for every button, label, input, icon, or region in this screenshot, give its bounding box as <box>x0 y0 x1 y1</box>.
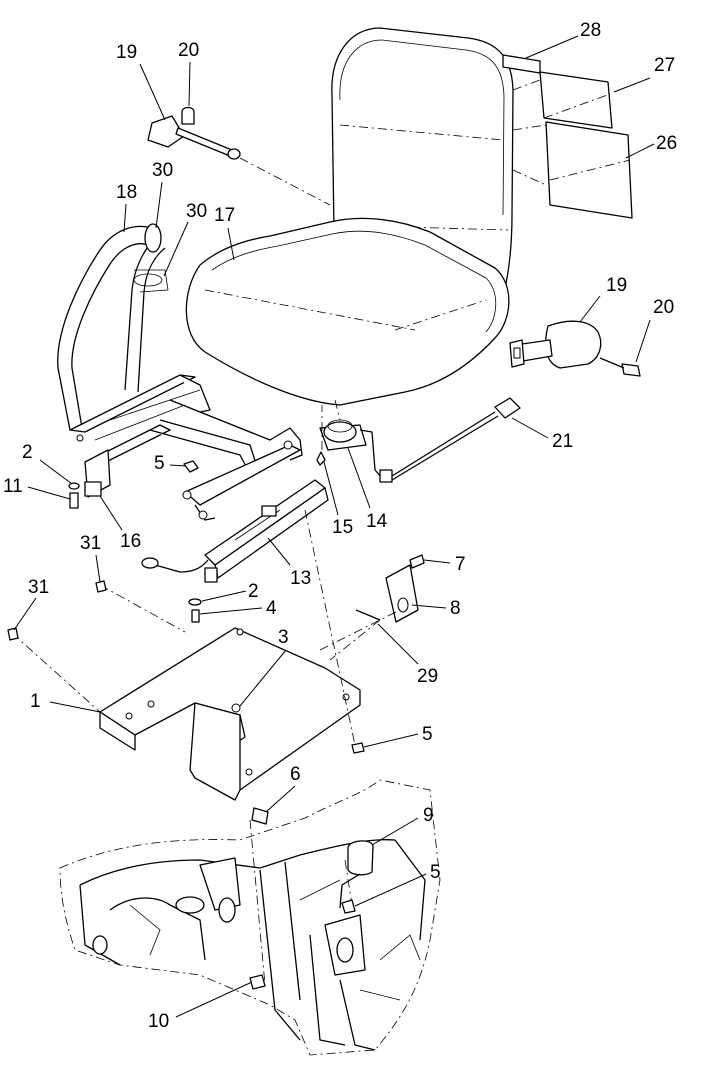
callout-label-4: 4 <box>266 598 277 619</box>
nut-5-middle <box>351 742 365 754</box>
callouts: 1 2 2 34 5 5 5 6 7 8 9 10 11 13 14 15 16 17 18 19 19 20 20 21 26… <box>3 20 677 1032</box>
leader-line-18 <box>123 203 127 233</box>
seat-belt-retractor <box>509 320 641 377</box>
leader-line-19b <box>579 295 601 323</box>
callout-label-5a: 5 <box>154 453 165 474</box>
callout-label-2a: 2 <box>22 442 33 463</box>
leader-line-3 <box>239 649 287 707</box>
nut-5-bottom <box>341 899 356 914</box>
bolt-6 <box>251 807 269 825</box>
leader-line-6 <box>265 785 296 813</box>
leader-line-30a <box>155 181 163 229</box>
leader-line-14 <box>347 447 371 509</box>
leader-line-17 <box>227 227 235 261</box>
screw-15 <box>316 405 326 466</box>
bracket-8 <box>385 564 419 623</box>
callout-label-30b: 30 <box>186 201 207 222</box>
leader-line-19a <box>139 63 166 121</box>
callout-label-13: 13 <box>290 568 311 589</box>
nut-10 <box>249 974 266 990</box>
callout-label-14: 14 <box>366 511 388 532</box>
washer-2-left <box>68 482 80 490</box>
callout-label-2b: 2 <box>248 581 259 602</box>
callout-label-17: 17 <box>214 205 235 226</box>
bolt-4 <box>191 609 200 623</box>
decal-27 <box>539 71 613 129</box>
leader-line-26 <box>625 143 655 159</box>
leader-line-13 <box>267 537 291 566</box>
nut-5-top <box>183 460 199 473</box>
leader-line-15 <box>323 461 339 516</box>
callout-label-8: 8 <box>450 598 461 619</box>
seat-frame <box>69 374 303 521</box>
screw-7 <box>409 554 425 569</box>
washer-2-right <box>188 598 202 606</box>
callout-label-26: 26 <box>656 133 677 154</box>
callout-label-31a: 31 <box>80 533 101 554</box>
bolt-31-lower <box>7 627 19 641</box>
callout-label-27: 27 <box>654 55 675 76</box>
leader-line-21 <box>511 417 549 439</box>
callout-label-9: 9 <box>423 805 434 826</box>
wire-harness <box>359 397 521 483</box>
seat-rail <box>141 479 329 583</box>
callout-label-19b: 19 <box>606 275 627 296</box>
leader-line-5c <box>354 873 427 907</box>
callout-label-18: 18 <box>116 182 137 203</box>
callout-label-31b: 31 <box>28 577 49 598</box>
callout-label-1: 1 <box>30 691 41 712</box>
callout-label-19a: 19 <box>116 42 137 63</box>
leader-line-2a <box>39 459 73 485</box>
leader-line-7 <box>423 559 451 564</box>
leader-line-11 <box>27 486 71 500</box>
callout-label-11: 11 <box>3 476 23 497</box>
callout-label-29: 29 <box>417 666 438 687</box>
callout-label-21: 21 <box>552 431 573 452</box>
leader-line-20a <box>188 61 191 107</box>
callout-label-5b: 5 <box>422 724 433 745</box>
callout-label-20b: 20 <box>653 297 674 318</box>
callout-label-10: 10 <box>148 1011 169 1032</box>
leader-line-10 <box>175 981 253 1018</box>
callout-label-5c: 5 <box>430 862 441 883</box>
seat-belt-latch <box>147 106 241 160</box>
roll-bar <box>57 223 169 431</box>
callout-label-7: 7 <box>455 554 466 575</box>
leader-line-5a <box>169 464 187 467</box>
pin-29 <box>355 609 381 621</box>
callout-label-3: 3 <box>278 627 289 648</box>
leader-line-28 <box>525 35 579 59</box>
leader-line-29 <box>377 623 419 665</box>
leader-line-20b <box>635 319 651 363</box>
callout-label-15: 15 <box>332 517 353 538</box>
bolt-31-upper <box>95 580 107 593</box>
callout-label-30a: 30 <box>152 160 173 181</box>
leader-line-5b <box>363 733 419 748</box>
callout-label-16: 16 <box>120 531 141 552</box>
leader-line-2b <box>201 590 247 602</box>
seat-switch <box>319 419 367 451</box>
leader-line-4 <box>199 607 263 615</box>
leader-line-16 <box>99 495 123 531</box>
leader-line-30b <box>163 221 189 277</box>
leader-line-1 <box>49 701 101 713</box>
leader-line-8 <box>411 604 447 609</box>
chassis <box>59 779 441 1056</box>
callout-label-20a: 20 <box>178 40 199 61</box>
callout-label-6: 6 <box>290 764 301 785</box>
knob-9 <box>339 840 374 909</box>
callout-label-28: 28 <box>580 20 601 41</box>
leader-line-9 <box>371 817 419 846</box>
bolt-11 <box>69 492 79 509</box>
seat <box>185 27 514 406</box>
decal-26 <box>545 121 633 219</box>
mounting-plate <box>99 627 361 801</box>
leader-line-31b <box>13 597 37 631</box>
leader-line-27 <box>613 77 651 93</box>
leader-line-31a <box>95 554 101 583</box>
